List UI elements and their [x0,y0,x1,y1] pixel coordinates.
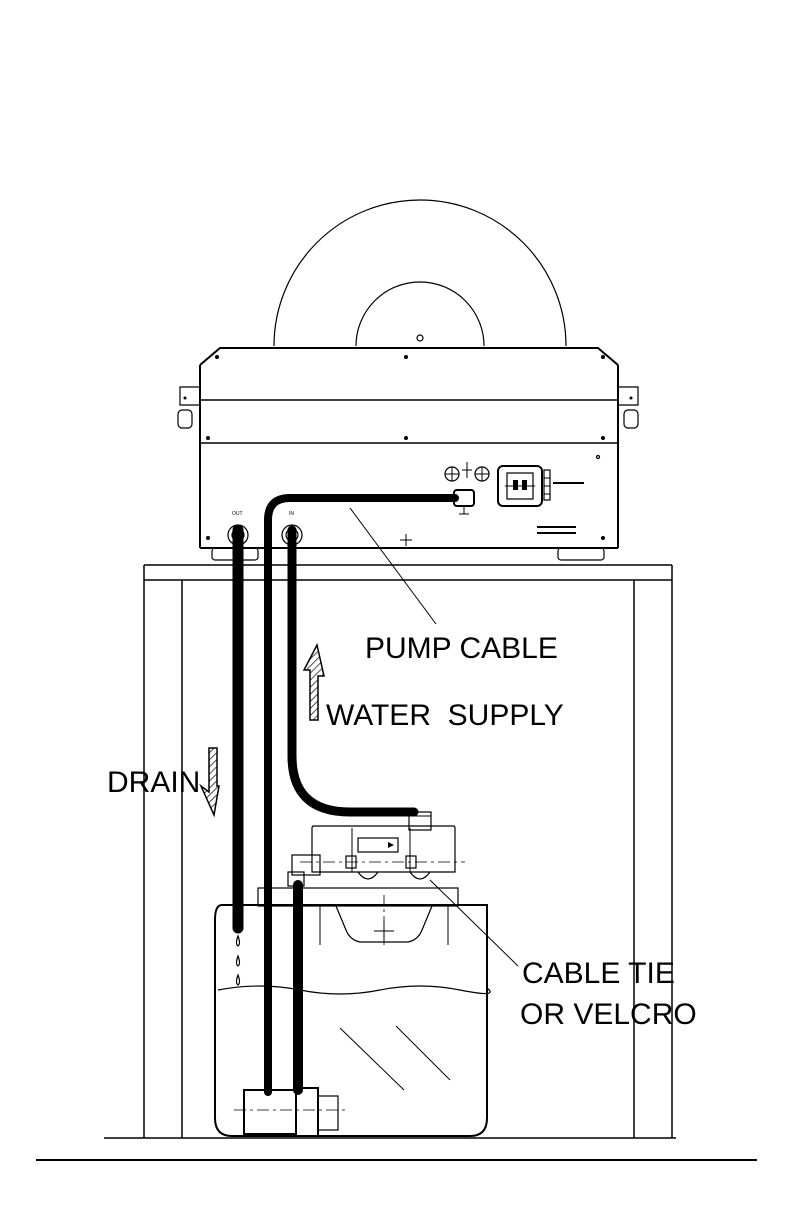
drain-label: DRAIN [107,766,200,799]
cable-tie-label: CABLE TIE [522,957,675,990]
pump-cable-label: PUMP CABLE [365,632,558,665]
filter-assembly [258,812,465,945]
record-disc [274,200,566,346]
port-out-label: OUT [232,511,243,517]
water-container [215,905,490,1136]
control-panel [445,462,584,533]
drain-arrow [201,748,219,815]
leader-lines [350,508,518,966]
cleaning-machine [178,348,638,560]
water-supply-label: WATER SUPPLY [326,699,564,732]
water-supply-arrow [304,645,324,720]
port-in-label: IN [289,511,294,517]
pump [234,1088,346,1136]
velcro-label: OR VELCRO [520,998,697,1031]
